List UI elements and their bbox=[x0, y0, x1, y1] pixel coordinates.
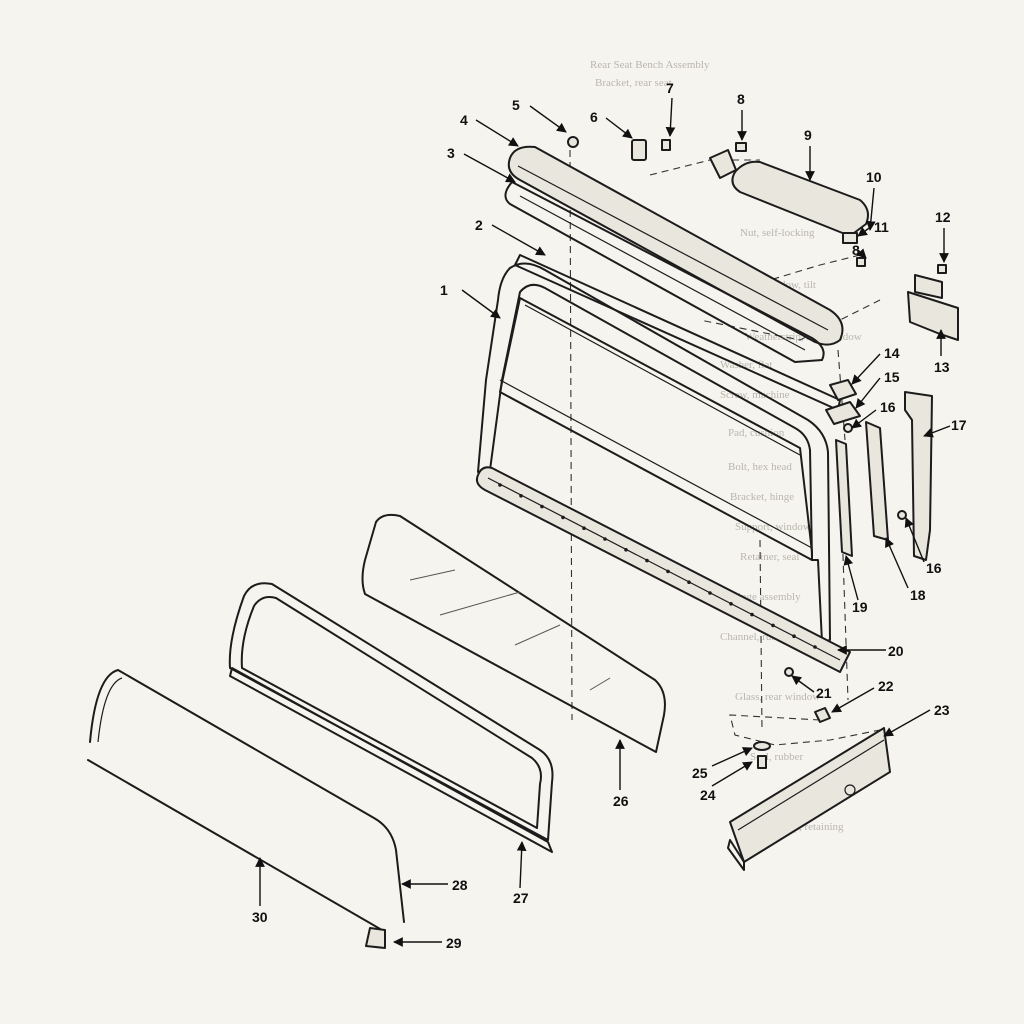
visor-pad bbox=[731, 160, 869, 237]
leader-line-6 bbox=[605, 117, 633, 139]
callout-13: 13 bbox=[934, 359, 950, 375]
sill-mounting-hole bbox=[582, 526, 586, 530]
callout-11: 11 bbox=[874, 219, 889, 235]
leader-line-1 bbox=[461, 289, 501, 319]
callout-8: 8 bbox=[852, 242, 860, 258]
callout-4: 4 bbox=[460, 112, 468, 128]
sill-mounting-hole bbox=[666, 569, 670, 574]
side-post bbox=[904, 391, 933, 561]
callout-3: 3 bbox=[447, 145, 455, 161]
side-retainer-strips bbox=[835, 421, 907, 557]
leader-line-3 bbox=[463, 153, 516, 183]
callout-25: 25 bbox=[692, 765, 708, 781]
weatherstrip-seal bbox=[228, 582, 554, 853]
leader-line-2 bbox=[491, 224, 546, 256]
hinge-bracket bbox=[907, 274, 959, 341]
callout-26: 26 bbox=[613, 793, 629, 809]
leader-line-21 bbox=[791, 675, 815, 693]
callout-20: 20 bbox=[888, 643, 904, 659]
callout-7: 7 bbox=[666, 80, 674, 96]
sill-mounting-hole bbox=[561, 515, 565, 520]
sill-mounting-hole bbox=[813, 645, 817, 649]
callout-9: 9 bbox=[804, 127, 812, 143]
leader-line-14 bbox=[851, 353, 881, 385]
callout-22: 22 bbox=[878, 678, 894, 694]
leader-line-16 bbox=[851, 409, 877, 429]
sill-mounting-hole bbox=[519, 494, 523, 498]
sill-mounting-hole bbox=[750, 612, 754, 617]
leader-line-15 bbox=[855, 377, 881, 409]
clamp-plates bbox=[825, 379, 861, 425]
leader-line-27 bbox=[516, 841, 527, 889]
ghost-text-line: Bolt, hex head bbox=[728, 461, 792, 473]
ghost-text-line: Bracket, hinge bbox=[730, 491, 794, 503]
sill-mounting-hole bbox=[771, 623, 775, 628]
ghost-text-line: Pad, cushion bbox=[728, 427, 785, 439]
leader-line-22 bbox=[831, 687, 875, 713]
fasteners bbox=[753, 667, 831, 769]
ghost-text-line: Glass, rear window bbox=[735, 691, 820, 703]
callout-15: 15 bbox=[884, 369, 900, 385]
sill-mounting-hole bbox=[498, 483, 502, 487]
callout-21: 21 bbox=[816, 685, 832, 701]
lower-trim-rails bbox=[87, 669, 405, 949]
ghost-text-line: Retainer, seal bbox=[740, 551, 799, 563]
callout-30: 30 bbox=[252, 909, 268, 925]
callout-6: 6 bbox=[590, 109, 598, 125]
ghost-text-line: Rear Seat Bench Assembly bbox=[590, 59, 710, 71]
callout-14: 14 bbox=[884, 345, 900, 361]
rear-glass bbox=[361, 513, 666, 753]
leader-line-25 bbox=[711, 747, 753, 767]
sill-mounting-hole bbox=[729, 602, 733, 606]
callout-10: 10 bbox=[866, 169, 882, 185]
leader-line-7 bbox=[665, 97, 676, 137]
leader-line-4 bbox=[475, 119, 519, 147]
sill-mounting-hole bbox=[603, 537, 607, 541]
callout-24: 24 bbox=[700, 787, 716, 803]
callout-27: 27 bbox=[513, 890, 529, 906]
main-window-frame bbox=[477, 262, 831, 643]
callout-17: 17 bbox=[951, 417, 967, 433]
ghost-text-line: Channel, run bbox=[720, 631, 777, 643]
leader-line-23 bbox=[883, 709, 931, 737]
leader-line-11 bbox=[857, 225, 873, 237]
callout-12: 12 bbox=[935, 209, 951, 225]
small-hardware bbox=[567, 136, 947, 274]
ghost-text-line: Screw, machine bbox=[720, 389, 790, 401]
callout-2: 2 bbox=[475, 217, 483, 233]
callout-19: 19 bbox=[852, 599, 868, 615]
ghost-text-line: Nut, self-locking bbox=[740, 227, 815, 239]
callout-18: 18 bbox=[910, 587, 926, 603]
callout-leaders bbox=[255, 97, 951, 947]
callout-1: 1 bbox=[440, 282, 448, 298]
sill-mounting-hole bbox=[624, 548, 628, 552]
ghost-text-line: Bracket, rear seat bbox=[595, 77, 672, 89]
sill-mounting-hole bbox=[792, 634, 796, 638]
callout-16: 16 bbox=[926, 560, 942, 576]
callout-16: 16 bbox=[880, 399, 896, 415]
callout-5: 5 bbox=[512, 97, 520, 113]
sill-mounting-hole bbox=[540, 504, 544, 509]
leader-line-17 bbox=[923, 425, 951, 438]
leader-line-5 bbox=[529, 105, 567, 133]
leader-line-18 bbox=[885, 537, 909, 589]
lower-sill-channel bbox=[475, 466, 851, 673]
sill-mounting-hole bbox=[708, 591, 712, 595]
leader-line-19 bbox=[843, 555, 859, 601]
leader-line-10 bbox=[865, 187, 876, 231]
floor-mount-bracket bbox=[727, 727, 891, 871]
callout-8: 8 bbox=[737, 91, 745, 107]
sill-mounting-hole bbox=[645, 558, 649, 563]
header-retainer-strip bbox=[504, 181, 825, 363]
callout-28: 28 bbox=[452, 877, 468, 893]
callout-23: 23 bbox=[934, 702, 950, 718]
sill-mounting-hole bbox=[687, 580, 691, 584]
leader-line-24 bbox=[711, 761, 753, 787]
callout-29: 29 bbox=[446, 935, 462, 951]
leader-line-16 bbox=[904, 517, 925, 563]
leader-line-8 bbox=[856, 248, 867, 259]
